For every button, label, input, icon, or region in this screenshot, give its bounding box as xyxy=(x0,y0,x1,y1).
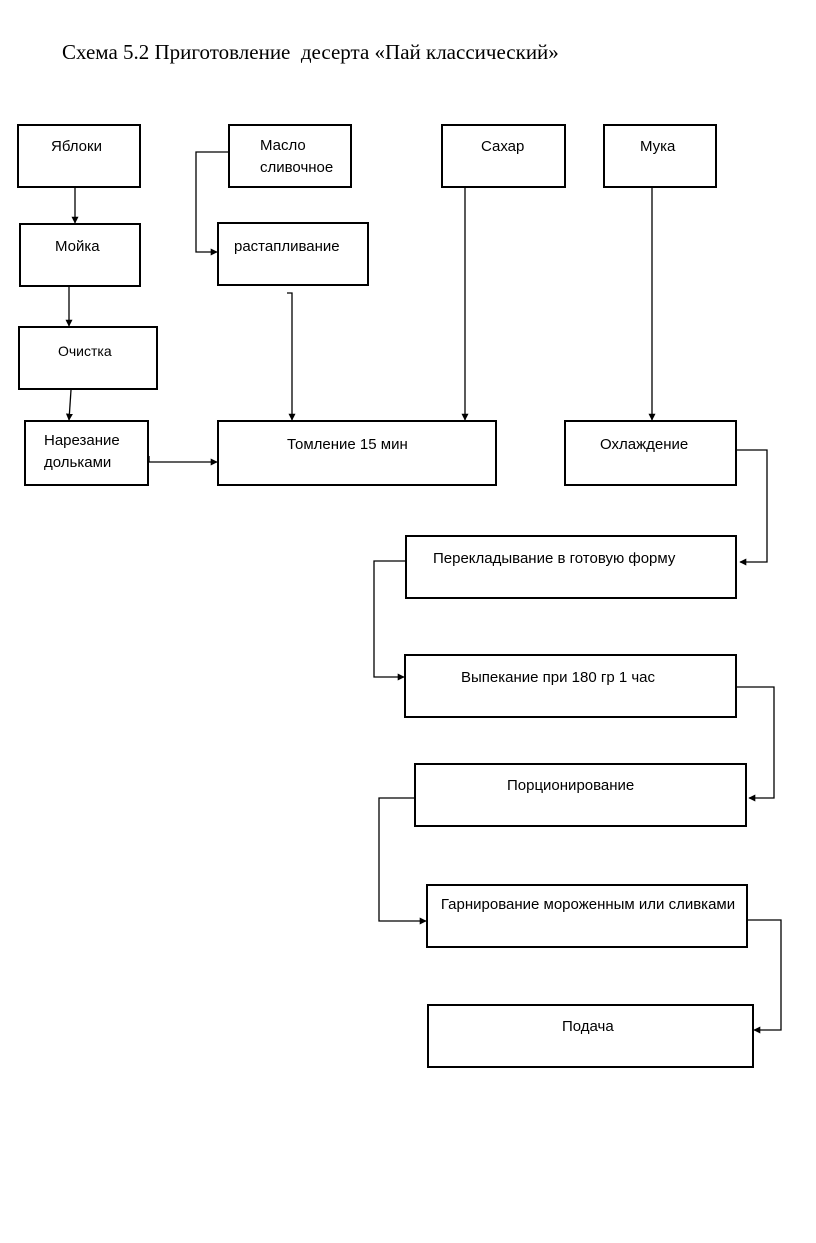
arrow-transfer-bake xyxy=(373,560,408,681)
node-serve: Подача xyxy=(427,1004,754,1068)
node-apples: Яблоки xyxy=(17,124,141,188)
arrow-bake-portion xyxy=(737,686,775,802)
node-wash-label: Мойка xyxy=(55,238,100,255)
node-bake-label: Выпекание при 180 гр 1 час xyxy=(461,669,656,686)
node-portion: Порционирование xyxy=(414,763,747,827)
diagram-title: Схема 5.2 Приготовление десерта «Пай кла… xyxy=(62,40,559,64)
node-simmer-label: Томление 15 мин xyxy=(287,436,408,453)
arrow-butter-melt xyxy=(195,151,229,256)
node-cool: Охлаждение xyxy=(564,420,737,486)
arrow-garnish-serve xyxy=(748,919,782,1034)
node-peel: Очистка xyxy=(18,326,158,390)
node-garnish: Гарнирование мороженным или сливками xyxy=(426,884,748,948)
node-serve-label: Подача xyxy=(562,1018,614,1035)
node-melt-label: растапливание xyxy=(234,238,340,255)
node-portion-label: Порционирование xyxy=(507,777,635,794)
arrow-portion-garnish xyxy=(378,797,427,925)
node-flour-label: Мука xyxy=(640,138,676,155)
node-melt: растапливание xyxy=(217,222,369,286)
node-transfer-label: Перекладывание в готовую форму xyxy=(433,550,676,567)
node-wash: Мойка xyxy=(19,223,141,287)
node-cool-label: Охлаждение xyxy=(600,436,689,453)
node-butter-label: Масло сливочное xyxy=(260,137,334,176)
node-bake: Выпекание при 180 гр 1 час xyxy=(404,654,737,718)
node-flour: Мука xyxy=(603,124,717,188)
node-slice-label: Нарезание дольками xyxy=(44,432,120,471)
node-slice: Нарезание дольками xyxy=(24,420,149,486)
arrow-slice-simmer xyxy=(148,456,218,466)
node-apples-label: Яблоки xyxy=(51,138,102,155)
node-sugar: Сахар xyxy=(441,124,566,188)
node-sugar-label: Сахар xyxy=(481,138,525,155)
node-garnish-label: Гарнирование мороженным или сливками xyxy=(440,896,736,913)
arrow-peel-slice xyxy=(65,389,73,421)
node-butter: Масло сливочное xyxy=(228,124,352,188)
arrow-melt-simmer xyxy=(287,292,296,421)
node-transfer: Перекладывание в готовую форму xyxy=(405,535,737,599)
node-simmer: Томление 15 мин xyxy=(217,420,497,486)
node-peel-label: Очистка xyxy=(58,343,112,359)
arrow-cool-transfer xyxy=(737,449,768,566)
